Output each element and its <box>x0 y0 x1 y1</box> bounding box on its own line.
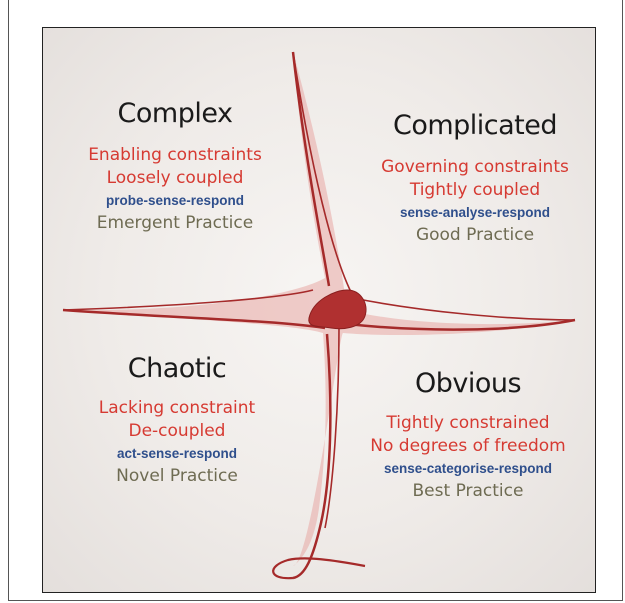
boundary-line-bottom <box>292 333 332 580</box>
cynefin-framework-diagram: Complex Enabling constraints Loosely cou… <box>42 27 596 593</box>
coupling-text: No degrees of freedom <box>370 436 566 456</box>
practice-text: Novel Practice <box>116 466 238 487</box>
domain-complex: Complex Enabling constraints Loosely cou… <box>55 98 295 237</box>
boundary-line-left <box>62 308 326 330</box>
boundary-line-right-upper <box>352 297 576 321</box>
constraint-text: Tightly constrained <box>386 413 550 434</box>
domain-boundaries <box>62 51 576 580</box>
constraint-text: Enabling constraints <box>88 145 262 166</box>
constraint-text: Governing constraints <box>381 157 569 178</box>
boundary-line-right <box>346 318 576 331</box>
approach-text: act-sense-respond <box>116 445 238 461</box>
domain-chaotic: Chaotic Lacking constraint De-coupled ac… <box>57 353 297 490</box>
boundary-line-top-right <box>292 51 354 297</box>
practice-text: Emergent Practice <box>96 213 254 234</box>
boundary-line-top <box>291 51 331 287</box>
domain-complicated: Complicated Governing constraints Tightl… <box>353 110 595 249</box>
disorder-center <box>308 289 367 330</box>
boundary-line-left-upper <box>62 289 314 311</box>
approach-text: sense-categorise-respond <box>383 460 553 476</box>
domain-title: Obvious <box>414 368 522 399</box>
boundary-line-bottom-inner <box>324 327 340 529</box>
coupling-text: De-coupled <box>128 421 226 441</box>
domain-title: Complicated <box>392 110 558 141</box>
outer-frame <box>8 0 623 601</box>
domain-title: Complex <box>117 98 233 129</box>
coupling-text: Loosely coupled <box>106 168 244 188</box>
boundary-curl <box>272 557 366 580</box>
approach-text: probe-sense-respond <box>105 192 245 208</box>
domain-obvious: Obvious Tightly constrained No degrees o… <box>343 368 593 505</box>
constraint-text: Lacking constraint <box>98 398 256 419</box>
domain-title: Chaotic <box>127 353 227 384</box>
coupling-text: Tightly coupled <box>409 180 541 200</box>
approach-text: sense-analyse-respond <box>399 204 551 220</box>
practice-text: Good Practice <box>415 225 535 246</box>
practice-text: Best Practice <box>412 481 524 502</box>
